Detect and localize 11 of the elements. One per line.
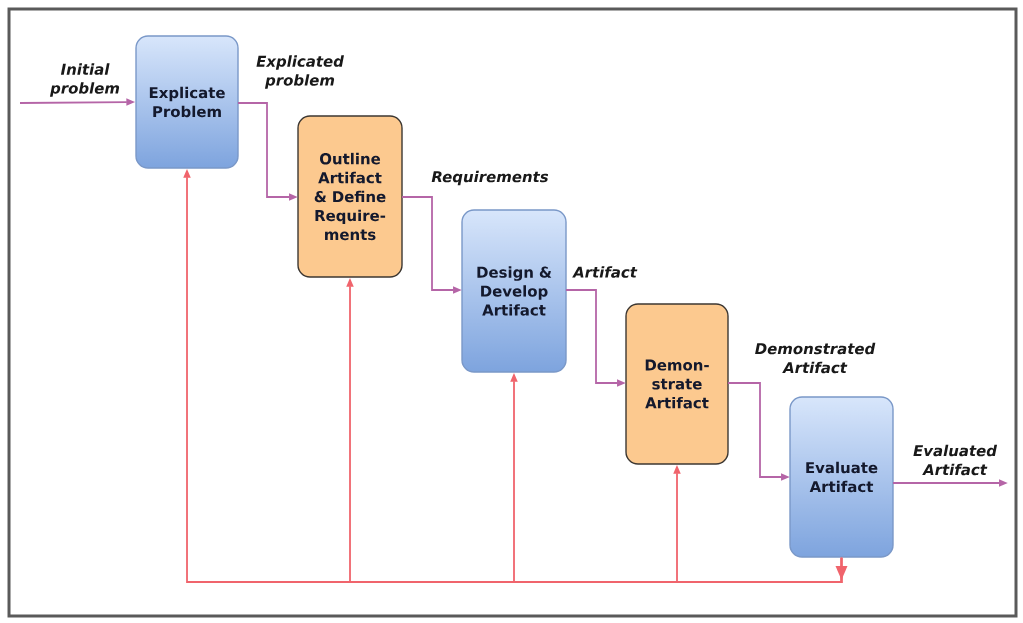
edge-label: Artifact [572, 266, 638, 278]
edge-label: Initial problem [49, 63, 120, 97]
process-box: Design & Develop Artifact [461, 209, 567, 373]
process-box: Evaluate Artifact [789, 396, 894, 558]
edge-label: Demonstrated Artifact [755, 342, 876, 374]
edge-label: Requirements [431, 170, 549, 186]
edge-label: Explicated problem [256, 55, 344, 89]
activity-box: Outline Artifact & Define Require- ments [297, 115, 403, 278]
process-box: Explicate Problem [135, 35, 239, 169]
edge-label: Evaluated Artifact [913, 444, 998, 476]
activity-box: Demon- strate Artifact [625, 303, 729, 465]
